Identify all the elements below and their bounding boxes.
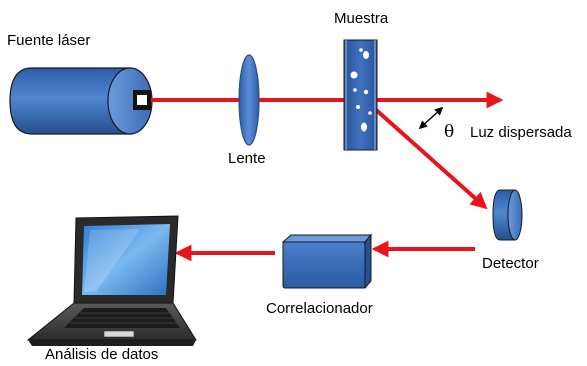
laptop-icon — [26, 215, 197, 346]
label-correlator: Correlacionador — [266, 300, 373, 317]
sample-cuvette-icon — [343, 39, 378, 151]
label-detector: Detector — [482, 255, 539, 272]
label-laser-source: Fuente láser — [7, 32, 90, 49]
scattered-beam — [363, 98, 488, 210]
detector-icon — [492, 189, 523, 241]
label-scattered-light: Luz dispersada — [470, 124, 572, 141]
angle-indicator — [418, 106, 444, 130]
label-sample: Muestra — [334, 10, 389, 27]
label-lens: Lente — [228, 150, 266, 167]
label-angle: θ — [444, 122, 454, 142]
lens-icon — [238, 54, 260, 146]
correlator-icon — [281, 233, 373, 290]
label-data-analysis: Análisis de datos — [45, 346, 158, 363]
laser-source-icon — [9, 67, 153, 135]
